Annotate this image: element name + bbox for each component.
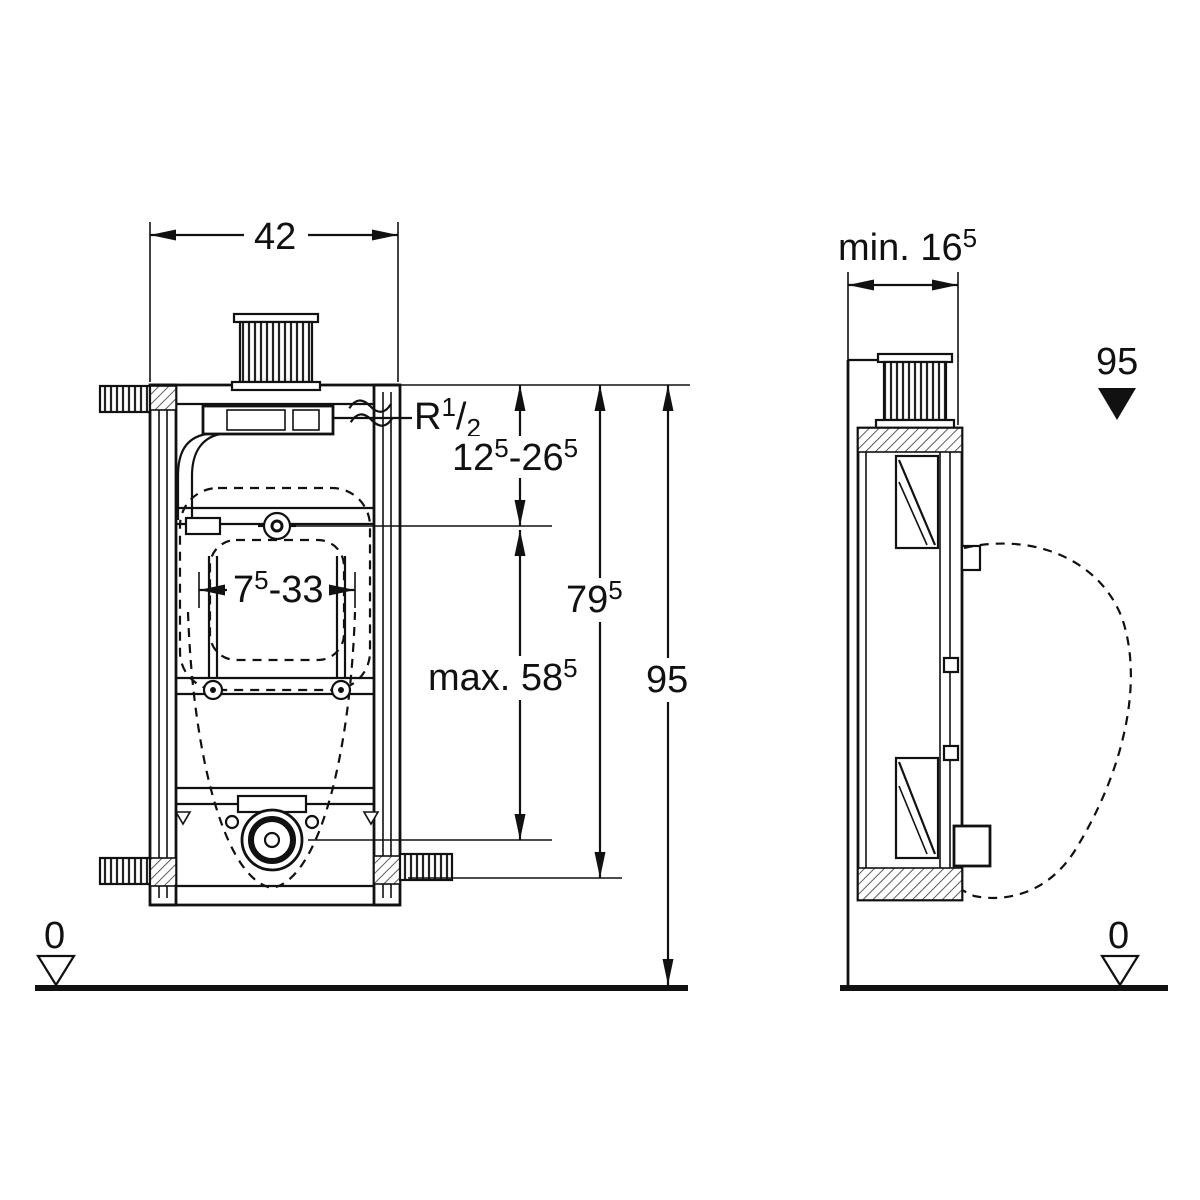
rail-bracket [373, 855, 401, 885]
pipe-thread-wave-icon [348, 399, 394, 427]
dim-inlet-height: 125-265 [446, 385, 588, 526]
front-view: 42 [35, 214, 702, 991]
dim-arrow [514, 500, 526, 526]
dim-arrow [662, 959, 674, 985]
dim-arrow [932, 279, 958, 291]
dim-bolt-spacing: 75-33 [198, 565, 356, 611]
corrugated-pipe [230, 312, 322, 392]
dim-arrow [514, 814, 526, 840]
upper-fitting [894, 454, 940, 550]
foot [98, 856, 152, 886]
water-supply-unit: R1/2 [176, 392, 481, 520]
side-view: min. 165 [838, 223, 1168, 991]
dim-min-depth: min. 165 [838, 223, 977, 425]
total-height-label: 95 [646, 659, 688, 701]
dim-arrow [594, 852, 606, 878]
supply-pipe-curve [190, 432, 221, 520]
dim-arrow [594, 385, 606, 411]
level-mark-icon [174, 811, 192, 826]
front-bracket [960, 544, 982, 572]
mounting-bolts [202, 556, 352, 701]
datum-label-right: 0 [1108, 915, 1129, 957]
dim-arrow [514, 530, 526, 556]
foot [98, 384, 152, 414]
rail-bracket [149, 385, 177, 411]
dim-arrow [662, 385, 674, 411]
top-bracket [857, 427, 963, 453]
dim-width-label: 42 [254, 216, 296, 258]
datum-label-left: 0 [44, 915, 65, 957]
side-frame [856, 426, 992, 902]
height-795-label: 795 [566, 575, 623, 621]
side-height-label: 95 [1096, 341, 1138, 383]
datum-right: 0 [1100, 915, 1140, 988]
water-inlet-circle [184, 511, 296, 541]
dim-arrow [514, 385, 526, 411]
fixing-point [942, 656, 960, 674]
dim-95-front: 95 [640, 385, 702, 985]
urinal-side-outline [961, 542, 1132, 900]
dim-arrow [329, 584, 355, 596]
dim-arrow [199, 584, 225, 596]
wall-line [846, 358, 878, 988]
dim-arrow [848, 279, 874, 291]
datum-left: 0 [36, 915, 76, 988]
dim-795: 795 [558, 385, 644, 878]
supply-pipe-curve [176, 432, 207, 520]
fixing-point [942, 744, 960, 762]
dim-max-drain: max. 585 [422, 530, 586, 840]
level-mark-icon [362, 811, 380, 826]
thread-size-label: R1/2 [414, 392, 481, 443]
dim-width-42: 42 [149, 214, 399, 382]
corrugated-pipe-side [874, 352, 956, 430]
inlet-height-label: 125-265 [452, 433, 578, 479]
dim-arrow [150, 229, 176, 241]
min-depth-label: min. 165 [838, 223, 977, 269]
dim-arrow [372, 229, 398, 241]
drain-assembly [224, 794, 320, 872]
bolt-spacing-label: 75-33 [233, 565, 324, 611]
level-95-marker: 95 [1096, 341, 1138, 420]
frame-rails [148, 383, 402, 907]
lower-fitting [894, 756, 940, 860]
foot [398, 852, 454, 882]
datum-triangle-icon [36, 954, 76, 988]
bottom-bracket [857, 867, 963, 901]
mounting-feet [98, 384, 454, 886]
datum-triangle-icon [1100, 954, 1140, 988]
max-height-label: max. 585 [428, 653, 578, 699]
level-triangle-icon [1098, 388, 1136, 420]
outlet-connector [952, 824, 992, 868]
rail-bracket [149, 857, 177, 887]
